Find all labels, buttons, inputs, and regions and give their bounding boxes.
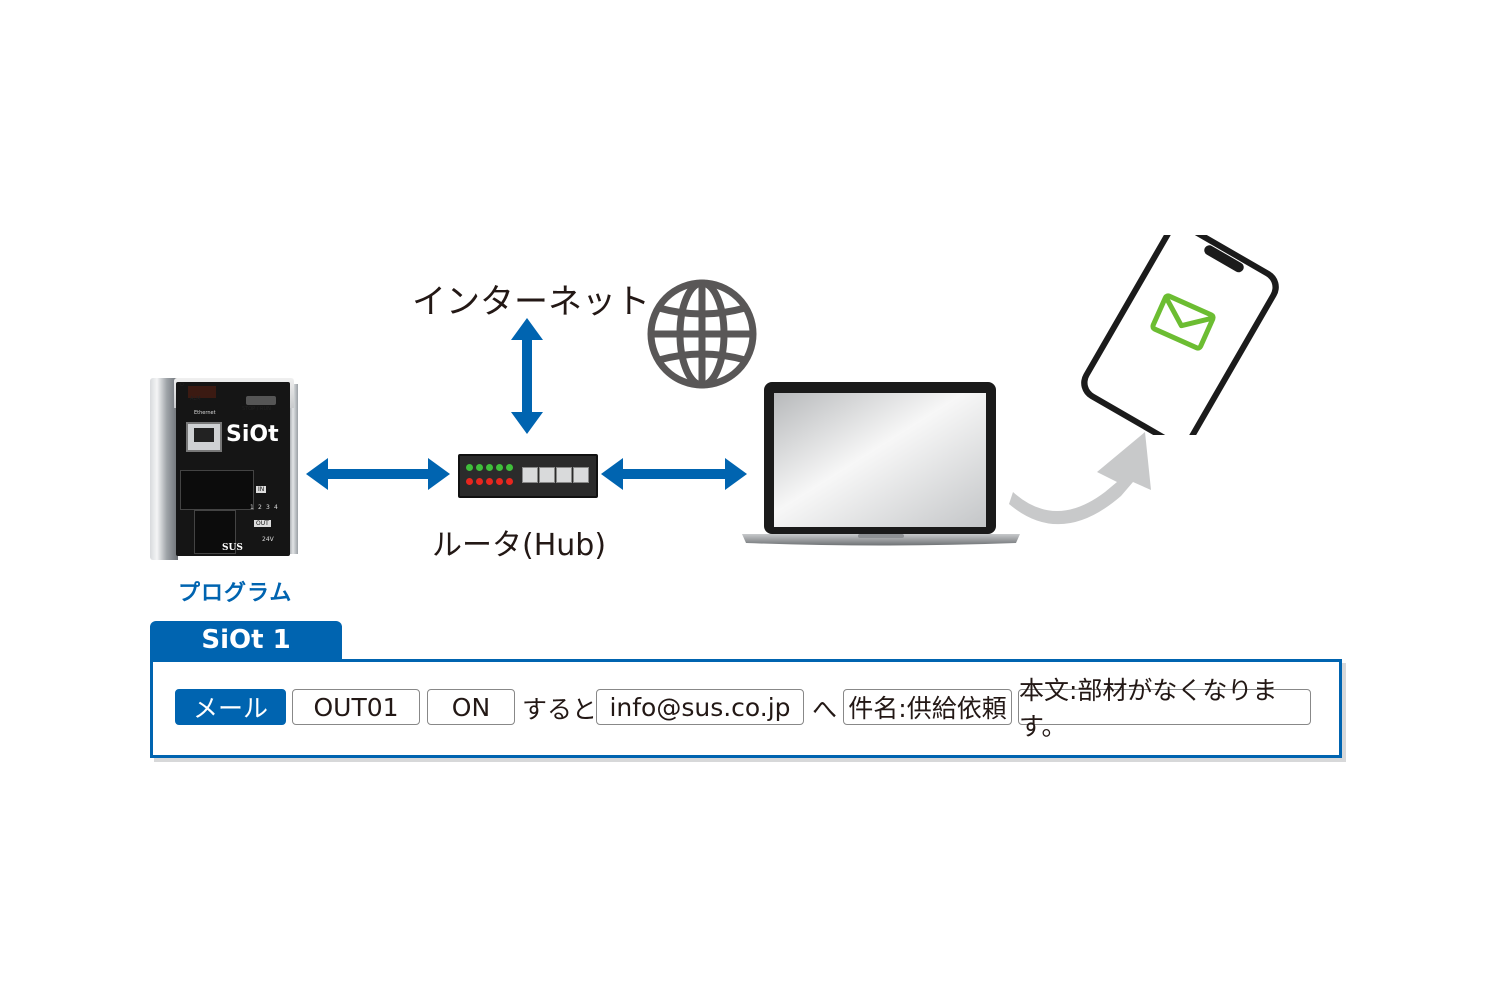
maker-logo: SUS bbox=[222, 543, 243, 553]
router-label: ルータ(Hub) bbox=[432, 528, 607, 563]
mail-icon bbox=[1145, 287, 1221, 361]
internet-label: インターネット bbox=[412, 282, 650, 322]
ethernet-port-icon bbox=[186, 422, 222, 452]
device-brand: SiOt bbox=[226, 422, 279, 447]
connector-text-2: へ bbox=[812, 695, 838, 724]
router-internet-arrow bbox=[510, 318, 544, 438]
device-router-arrow bbox=[306, 456, 450, 496]
siot-device-image: ⏻ ALM Ethernet STOP / RUN SiOt IN 1 2 3 … bbox=[150, 378, 298, 560]
globe-icon bbox=[646, 278, 758, 390]
program-tab-title: SiOt 1 bbox=[201, 625, 291, 655]
program-label: プログラム bbox=[178, 581, 293, 606]
state-block[interactable]: ON bbox=[427, 689, 515, 725]
body-block[interactable]: 本文:部材がなくなります。 bbox=[1018, 676, 1311, 741]
action-block[interactable]: メール bbox=[175, 689, 286, 725]
smartphone-icon bbox=[1080, 222, 1280, 448]
subject-block[interactable]: 件名:供給依頼 bbox=[843, 689, 1012, 725]
laptop-icon bbox=[740, 380, 1022, 548]
connector-text: すると bbox=[522, 695, 598, 724]
output-block[interactable]: OUT01 bbox=[292, 689, 420, 725]
send-arrow-icon bbox=[1005, 430, 1160, 530]
address-block[interactable]: info@sus.co.jp bbox=[596, 689, 804, 725]
router-icon bbox=[458, 454, 598, 498]
router-laptop-arrow bbox=[601, 456, 747, 496]
program-tab[interactable]: SiOt 1 bbox=[150, 621, 342, 661]
